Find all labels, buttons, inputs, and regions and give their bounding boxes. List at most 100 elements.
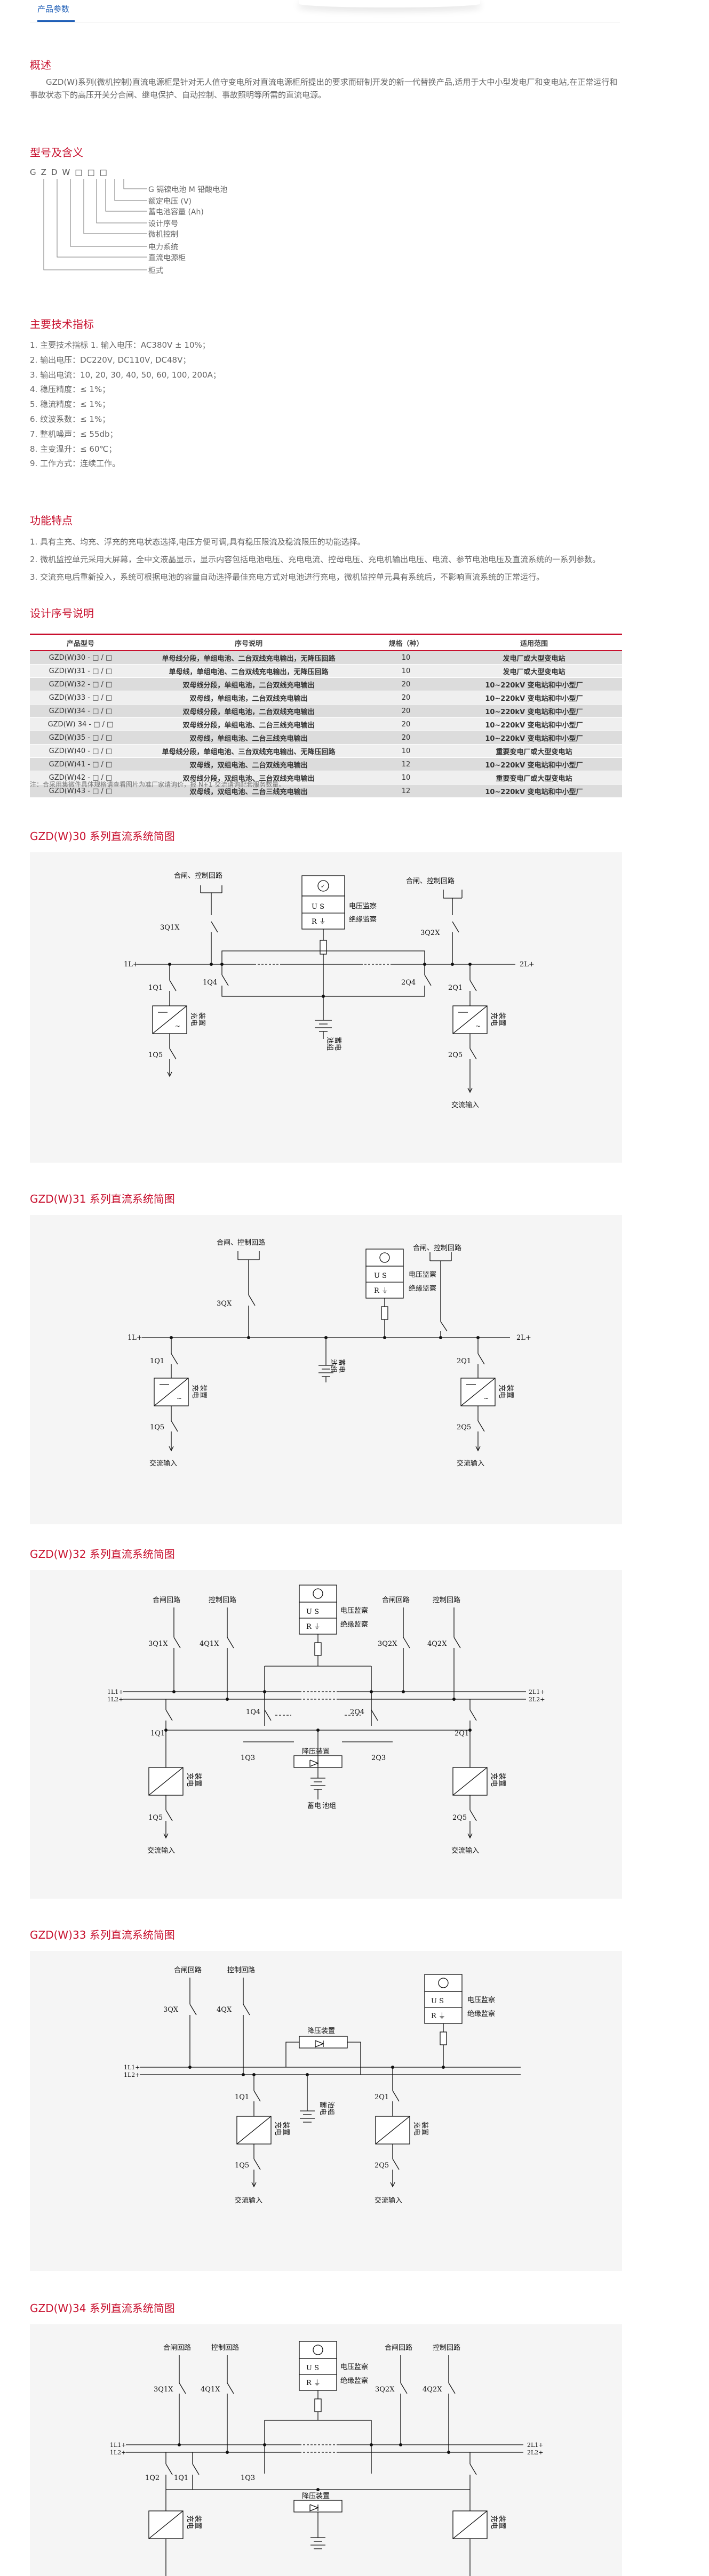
cell-spec: 20 xyxy=(366,731,446,745)
diagram-label: U S xyxy=(306,1608,319,1616)
diagram-label: 交流输入 xyxy=(457,1459,484,1468)
model-label: G 镉镍电池 M 铅酸电池 xyxy=(148,186,228,194)
diagram-label: 3QX xyxy=(217,1300,232,1308)
diagram-label: 装置 xyxy=(282,2122,290,2135)
cell-desc: 双母线分段，双组电池、三台双线充电输出 xyxy=(131,771,366,785)
diagram-label: 1L+ xyxy=(128,1334,142,1342)
cell-scope: 重要变电厂或大型变电站 xyxy=(446,744,622,758)
cell-scope: 发电厂或大型变电站 xyxy=(446,651,622,665)
cell-scope: 10~220kV 变电站和中小型厂 xyxy=(446,691,622,705)
diagram-33: U S R ⏚ 电压监察 绝缘监察 合闸回路 控制回路 3QX 4QX 1L1+… xyxy=(30,1951,622,2271)
battery-label: 池组 xyxy=(325,1037,333,1051)
diagram-label: U S xyxy=(431,1997,444,2005)
us-label: U S xyxy=(312,903,324,911)
diagram-label: 蓄电 xyxy=(337,1359,345,1373)
svg-text:~: ~ xyxy=(475,1022,481,1030)
diagram-label: 2L1+ xyxy=(529,1689,545,1695)
cell-spec: 10 xyxy=(366,744,446,758)
insulation-monitor-label: 绝缘监察 xyxy=(349,915,377,924)
diagram-label: 合闸回路 xyxy=(153,1596,180,1604)
charger-label: 充电 xyxy=(490,1012,498,1026)
cell-model: GZD(W)43 - □ / □ xyxy=(30,784,131,798)
diagram-label: 1L1+ xyxy=(107,1689,124,1695)
switch-label: 3Q2X xyxy=(420,929,440,937)
diagram-label: 2L2+ xyxy=(529,1696,545,1703)
diagram-label: 交流输入 xyxy=(235,2196,262,2205)
diagram-label: 装置 xyxy=(194,2515,202,2529)
diagram-label: R ⏚ xyxy=(374,1287,388,1295)
load-label: 合闸、控制回路 xyxy=(406,877,455,885)
diagram-label: 控制回路 xyxy=(227,1966,255,1974)
diagram-label: 充电 xyxy=(490,1773,498,1787)
diagram-label: 2Q1 xyxy=(375,2093,389,2101)
diagram-label: 1Q1 xyxy=(150,1730,165,1738)
diagram-label: 合闸、控制回路 xyxy=(413,1244,461,1252)
diagram-label: 4QX xyxy=(217,2006,232,2014)
svg-text:~: ~ xyxy=(483,1395,489,1402)
diagram-label: 2Q3 xyxy=(371,1754,386,1762)
switch-label: 3Q1X xyxy=(160,924,180,932)
diagram-label: 充电 xyxy=(186,1773,194,1787)
col-header: 规格（种） xyxy=(366,634,446,651)
diagram-label: 交流输入 xyxy=(149,1459,177,1468)
diagram-label: 绝缘监察 xyxy=(467,2010,495,2018)
cell-desc: 双母线，双组电池、二台三线充电输出 xyxy=(131,784,366,798)
diagram-label: 1L1+ xyxy=(124,2064,140,2071)
model-label: 设计序号 xyxy=(148,220,178,228)
tech-item: 3. 输出电流：10, 20, 30, 40, 50, 60, 100, 200… xyxy=(30,370,221,380)
diagram-label: 电压监察 xyxy=(340,1607,368,1615)
diagram-label: 2L+ xyxy=(516,1334,531,1342)
diagram-label: 蓄电 xyxy=(318,2101,326,2115)
cell-desc: 双母线分段，单组电池，二台双线充电输出 xyxy=(131,677,366,691)
diagram-label: 3Q1X xyxy=(154,2386,173,2394)
tab-product-params[interactable]: 产品参数 xyxy=(37,4,70,14)
diagram-label: 降压装置 xyxy=(302,1748,330,1756)
diagram-label: 合闸回路 xyxy=(174,1966,202,1974)
feature-item: 1. 具有主充、均充、浮充的充电状态选择,电压方便可调,具有稳压限流及稳流限压的… xyxy=(30,537,365,547)
diagram-label: 电压监察 xyxy=(409,1271,436,1279)
cell-spec: 20 xyxy=(366,704,446,718)
diagram-30: ✓ U S R ⏚ 电压监察 绝缘监察 合闸、控制回路 合闸、控制回路 3Q1X… xyxy=(30,852,622,1163)
diagram-label: 4Q2X xyxy=(427,1640,447,1648)
diagram-label: 装置 xyxy=(199,1385,207,1398)
header-shadow xyxy=(299,0,480,7)
model-label: 柜式 xyxy=(148,267,163,275)
cell-scope: 10~220kV 变电站和中小型厂 xyxy=(446,784,622,798)
diagram-label: 2Q1 xyxy=(455,1730,469,1738)
fuse xyxy=(320,940,327,955)
diagram-label: U S xyxy=(374,1272,387,1280)
switch-label: 2Q5 xyxy=(448,1051,463,1059)
diagram-label: 1Q1 xyxy=(150,1357,164,1365)
diagram-label: 电压监察 xyxy=(340,2363,368,2371)
cell-model: GZD(W)42 - □ / □ xyxy=(30,771,131,785)
features-list: 1. 具有主充、均充、浮充的充电状态选择,电压方便可调,具有稳压限流及稳流限压的… xyxy=(30,533,600,586)
switch-label: 2Q1 xyxy=(448,984,463,992)
diagram-label: 合闸回路 xyxy=(382,1596,410,1604)
diagram-label: 1Q1 xyxy=(235,2093,249,2101)
design-table: 产品型号 序号说明 规格（种） 适用范围 GZD(W)30 - □ / □单母线… xyxy=(30,634,622,798)
table-row: GZD(W)40 - □ / □单母线分段，单组电池、三台双线充电输出、无降压回… xyxy=(30,744,622,758)
diagram-label: 1Q4 xyxy=(246,1708,260,1716)
bus-label: 2L+ xyxy=(520,961,535,969)
charger-label: 装置 xyxy=(498,1012,506,1026)
switch-label: 1Q4 xyxy=(203,979,217,987)
overview-text: GZD(W)系列(微机控制)直流电源柜是针对无人值守变电所对直流电源柜所提出的要… xyxy=(30,77,618,100)
diagram-label: 2L2+ xyxy=(527,2449,544,2456)
cell-scope: 重要变电厂或大型变电站 xyxy=(446,771,622,785)
diagram-label: 4Q1X xyxy=(201,2386,220,2394)
diagram-label: 合闸回路 xyxy=(385,2343,412,2352)
cell-model: GZD(W)32 - □ / □ xyxy=(30,677,131,691)
cell-spec: 10 xyxy=(366,651,446,665)
diagram-34: U S R ⏚ 电压监察 绝缘监察 合闸回路 控制回路 合闸回路 控制回路 3Q… xyxy=(30,2324,622,2576)
diagram-label: 池组 xyxy=(329,1359,337,1373)
diagram-label: 绝缘监察 xyxy=(340,1620,368,1629)
cell-model: GZD(W)40 - □ / □ xyxy=(30,744,131,758)
diagram-title: GZD(W)32 系列直流系统简图 xyxy=(30,1548,175,1561)
cell-scope: 10~220kV 变电站和中小型厂 xyxy=(446,757,622,771)
diagram-label: 充电 xyxy=(498,1385,506,1398)
